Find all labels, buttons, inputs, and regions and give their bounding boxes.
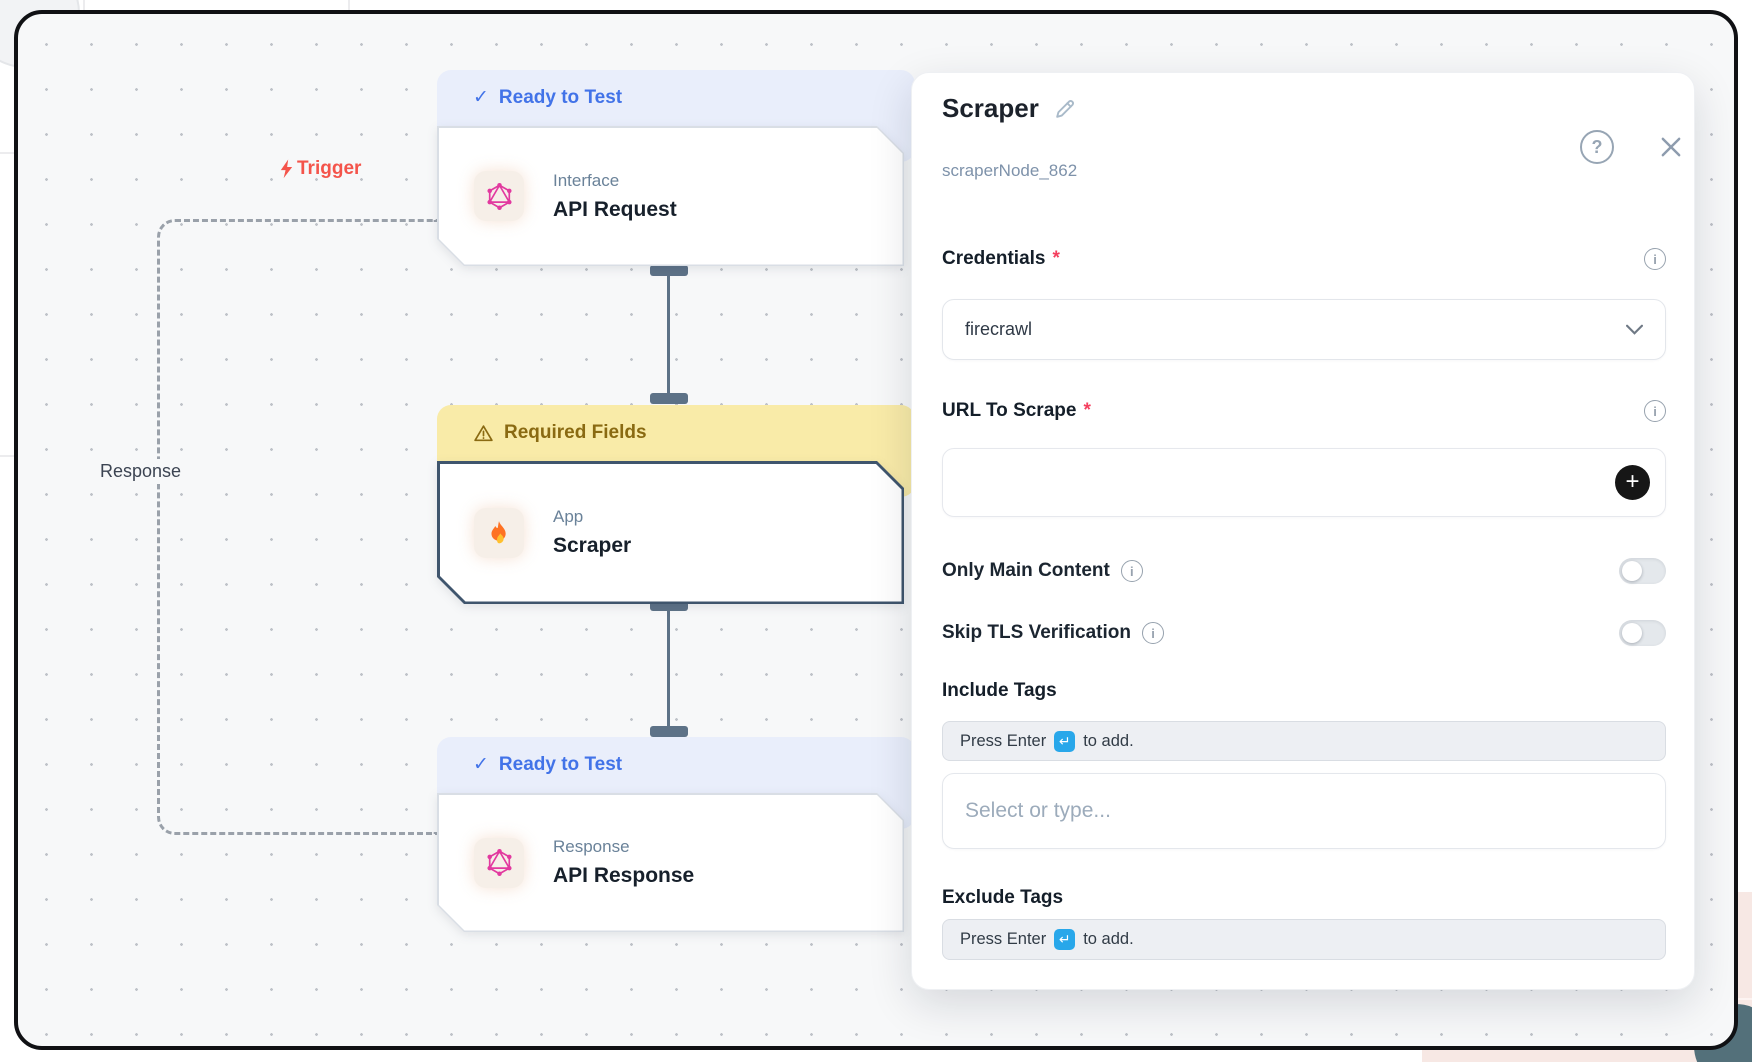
help-button[interactable]: ?: [1580, 130, 1614, 164]
background-gridline: [83, 0, 85, 10]
background-gridline: [348, 0, 350, 10]
skip-tls-row: Skip TLS Verification i: [942, 619, 1666, 647]
node-category: App: [553, 507, 584, 526]
question-icon: ?: [1591, 136, 1603, 157]
lightning-bolt-icon: [280, 159, 293, 179]
plus-icon: +: [1625, 467, 1640, 495]
exclude-tags-hint-field[interactable]: Press Enter ↵ to add.: [942, 919, 1666, 960]
credentials-select[interactable]: firecrawl: [942, 299, 1666, 360]
connector-handle[interactable]: [650, 600, 688, 611]
credentials-value: firecrawl: [965, 319, 1033, 339]
background-pink-gridline: [1738, 998, 1752, 1000]
background-gridline: [0, 455, 14, 457]
node-category: Interface: [553, 170, 620, 190]
required-asterisk: *: [1083, 400, 1091, 421]
skip-tls-label: Skip TLS Verification: [942, 622, 1131, 643]
graphql-icon: [474, 171, 524, 221]
node-api-request[interactable]: ✓ Ready to Test: [437, 70, 918, 266]
enter-key-icon: ↵: [1054, 929, 1076, 950]
response-connection-label: Response: [94, 459, 188, 484]
connector-handle[interactable]: [650, 393, 688, 404]
add-variable-button[interactable]: +: [1615, 465, 1650, 500]
info-icon[interactable]: i: [1120, 560, 1143, 582]
node-title: API Request: [553, 197, 677, 221]
warning-icon: [474, 425, 493, 442]
badge-label: Required Fields: [504, 422, 647, 443]
include-tags-hint-field[interactable]: Press Enter ↵ to add.: [942, 721, 1666, 761]
hint-suffix: to add.: [1083, 930, 1134, 948]
connector-line: [667, 608, 670, 730]
connector-handle[interactable]: [650, 726, 688, 737]
node-config-panel: Scraper ? scraperNode_862 Credentials: [911, 72, 1695, 990]
only-main-content-label: Only Main Content: [942, 560, 1110, 581]
node-scraper[interactable]: Required Fields App Scraper: [437, 405, 918, 603]
chevron-down-icon: [1626, 324, 1643, 335]
node-api-response[interactable]: ✓ Ready to Test: [437, 737, 918, 932]
fire-icon: [474, 507, 524, 558]
hint-prefix: Press Enter: [960, 731, 1047, 750]
node-title: API Response: [553, 864, 695, 887]
trigger-connection-label: Trigger: [279, 158, 361, 180]
only-main-content-row: Only Main Content i: [942, 557, 1666, 585]
info-icon[interactable]: i: [1644, 400, 1666, 422]
node-category: Response: [553, 837, 630, 856]
graphql-icon: [474, 837, 524, 888]
edit-pencil-icon[interactable]: [1053, 96, 1078, 121]
hint-suffix: to add.: [1083, 731, 1134, 750]
badge-label: Ready to Test: [498, 754, 623, 775]
workflow-canvas[interactable]: Trigger Response ✓ Ready to Test: [18, 14, 1734, 1046]
response-loop-connection: [157, 219, 437, 835]
connector-handle[interactable]: [650, 265, 688, 276]
close-icon[interactable]: [1657, 133, 1685, 161]
info-icon[interactable]: i: [1644, 248, 1666, 270]
required-asterisk: *: [1052, 248, 1060, 269]
only-main-content-toggle[interactable]: [1619, 558, 1666, 584]
badge-label: Ready to Test: [498, 87, 623, 108]
credentials-label: Credentials *: [942, 248, 1060, 269]
node-id-text: scraperNode_862: [942, 161, 1078, 180]
node-title: Scraper: [553, 534, 632, 557]
connector-line: [667, 272, 670, 398]
info-icon[interactable]: i: [1142, 622, 1164, 644]
hint-prefix: Press Enter: [960, 930, 1047, 948]
panel-title: Scraper: [942, 93, 1039, 123]
url-to-scrape-label: URL To Scrape *: [942, 400, 1091, 421]
skip-tls-toggle[interactable]: [1619, 620, 1666, 646]
include-tags-select-input[interactable]: [942, 773, 1666, 849]
background-gridline: [0, 152, 14, 154]
app-window: Trigger Response ✓ Ready to Test: [14, 10, 1738, 1050]
include-tags-label: Include Tags: [942, 680, 1057, 701]
enter-key-icon: ↵: [1054, 730, 1076, 752]
check-icon: ✓: [473, 754, 489, 775]
url-to-scrape-input[interactable]: [942, 448, 1666, 517]
trigger-label-text: Trigger: [297, 158, 362, 179]
exclude-tags-label: Exclude Tags: [942, 887, 1064, 908]
check-icon: ✓: [473, 87, 489, 108]
